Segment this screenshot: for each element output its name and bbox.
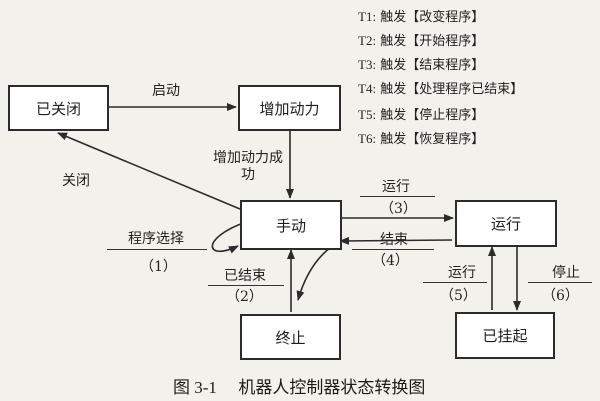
label-start: 启动 xyxy=(152,83,180,99)
legend-item: T3: 触发【结束程序】 xyxy=(358,54,484,73)
label-program-select: 程序选择 xyxy=(128,231,184,247)
figure-caption: 图 3-1 机器人控制器状态转换图 xyxy=(173,373,425,398)
rule-pause xyxy=(528,282,592,283)
state-running: 运行 xyxy=(455,200,557,247)
legend-text: 触发【结束程序】 xyxy=(380,58,485,73)
state-power: 增加动力 xyxy=(238,85,341,131)
label-end: 结束 xyxy=(380,232,408,248)
num-run: （3） xyxy=(380,201,417,217)
state-manual: 手动 xyxy=(240,200,342,250)
figure-title: 机器人控制器状态转换图 xyxy=(238,378,426,398)
arrow-program-select-loop xyxy=(211,221,247,254)
label-resume: 运行 xyxy=(448,265,476,281)
state-stopped: 终止 xyxy=(240,314,341,360)
legend-item: T6: 触发【恢复程序】 xyxy=(358,128,484,147)
legend-text: 触发【处理程序已结束】 xyxy=(380,82,524,97)
legend-id: T1: xyxy=(358,9,377,24)
num-program-select: （1） xyxy=(140,259,177,275)
legend-item: T5: 触发【停止程序】 xyxy=(358,104,484,123)
num-end: （4） xyxy=(372,253,409,269)
figure-number: 图 3-1 xyxy=(173,378,217,397)
rule-finished xyxy=(208,285,284,286)
legend-item: T1: 触发【改变程序】 xyxy=(358,6,484,25)
label-pause: 停止 xyxy=(552,265,580,281)
legend-text: 触发【恢复程序】 xyxy=(380,132,485,147)
rule-resume xyxy=(423,282,487,283)
legend-id: T2: xyxy=(358,33,377,48)
label-finished: 已结束 xyxy=(224,268,266,284)
legend-text: 触发【停止程序】 xyxy=(380,108,485,123)
legend-id: T4: xyxy=(358,81,377,96)
legend-id: T5: xyxy=(358,107,377,122)
legend-text: 触发【开始程序】 xyxy=(380,34,485,49)
label-run: 运行 xyxy=(382,179,410,195)
label-power-ok: 增加动力成功 xyxy=(213,150,283,183)
rule-program-select xyxy=(107,249,207,250)
rule-run xyxy=(360,196,435,197)
rule-end xyxy=(352,249,434,250)
arrow-close xyxy=(57,132,241,210)
num-resume: （5） xyxy=(440,288,477,304)
legend-item: T4: 触发【处理程序已结束】 xyxy=(358,78,523,97)
legend-item: T2: 触发【开始程序】 xyxy=(358,30,484,49)
num-pause: （6） xyxy=(542,288,579,304)
arrow-end xyxy=(339,236,453,245)
legend-text: 触发【改变程序】 xyxy=(380,10,485,25)
legend-id: T3: xyxy=(358,57,377,72)
label-close: 关闭 xyxy=(62,173,90,189)
state-closed: 已关闭 xyxy=(8,85,109,131)
state-suspended: 已挂起 xyxy=(455,312,555,359)
legend-id: T6: xyxy=(358,131,377,146)
num-finished: （2） xyxy=(226,289,263,305)
